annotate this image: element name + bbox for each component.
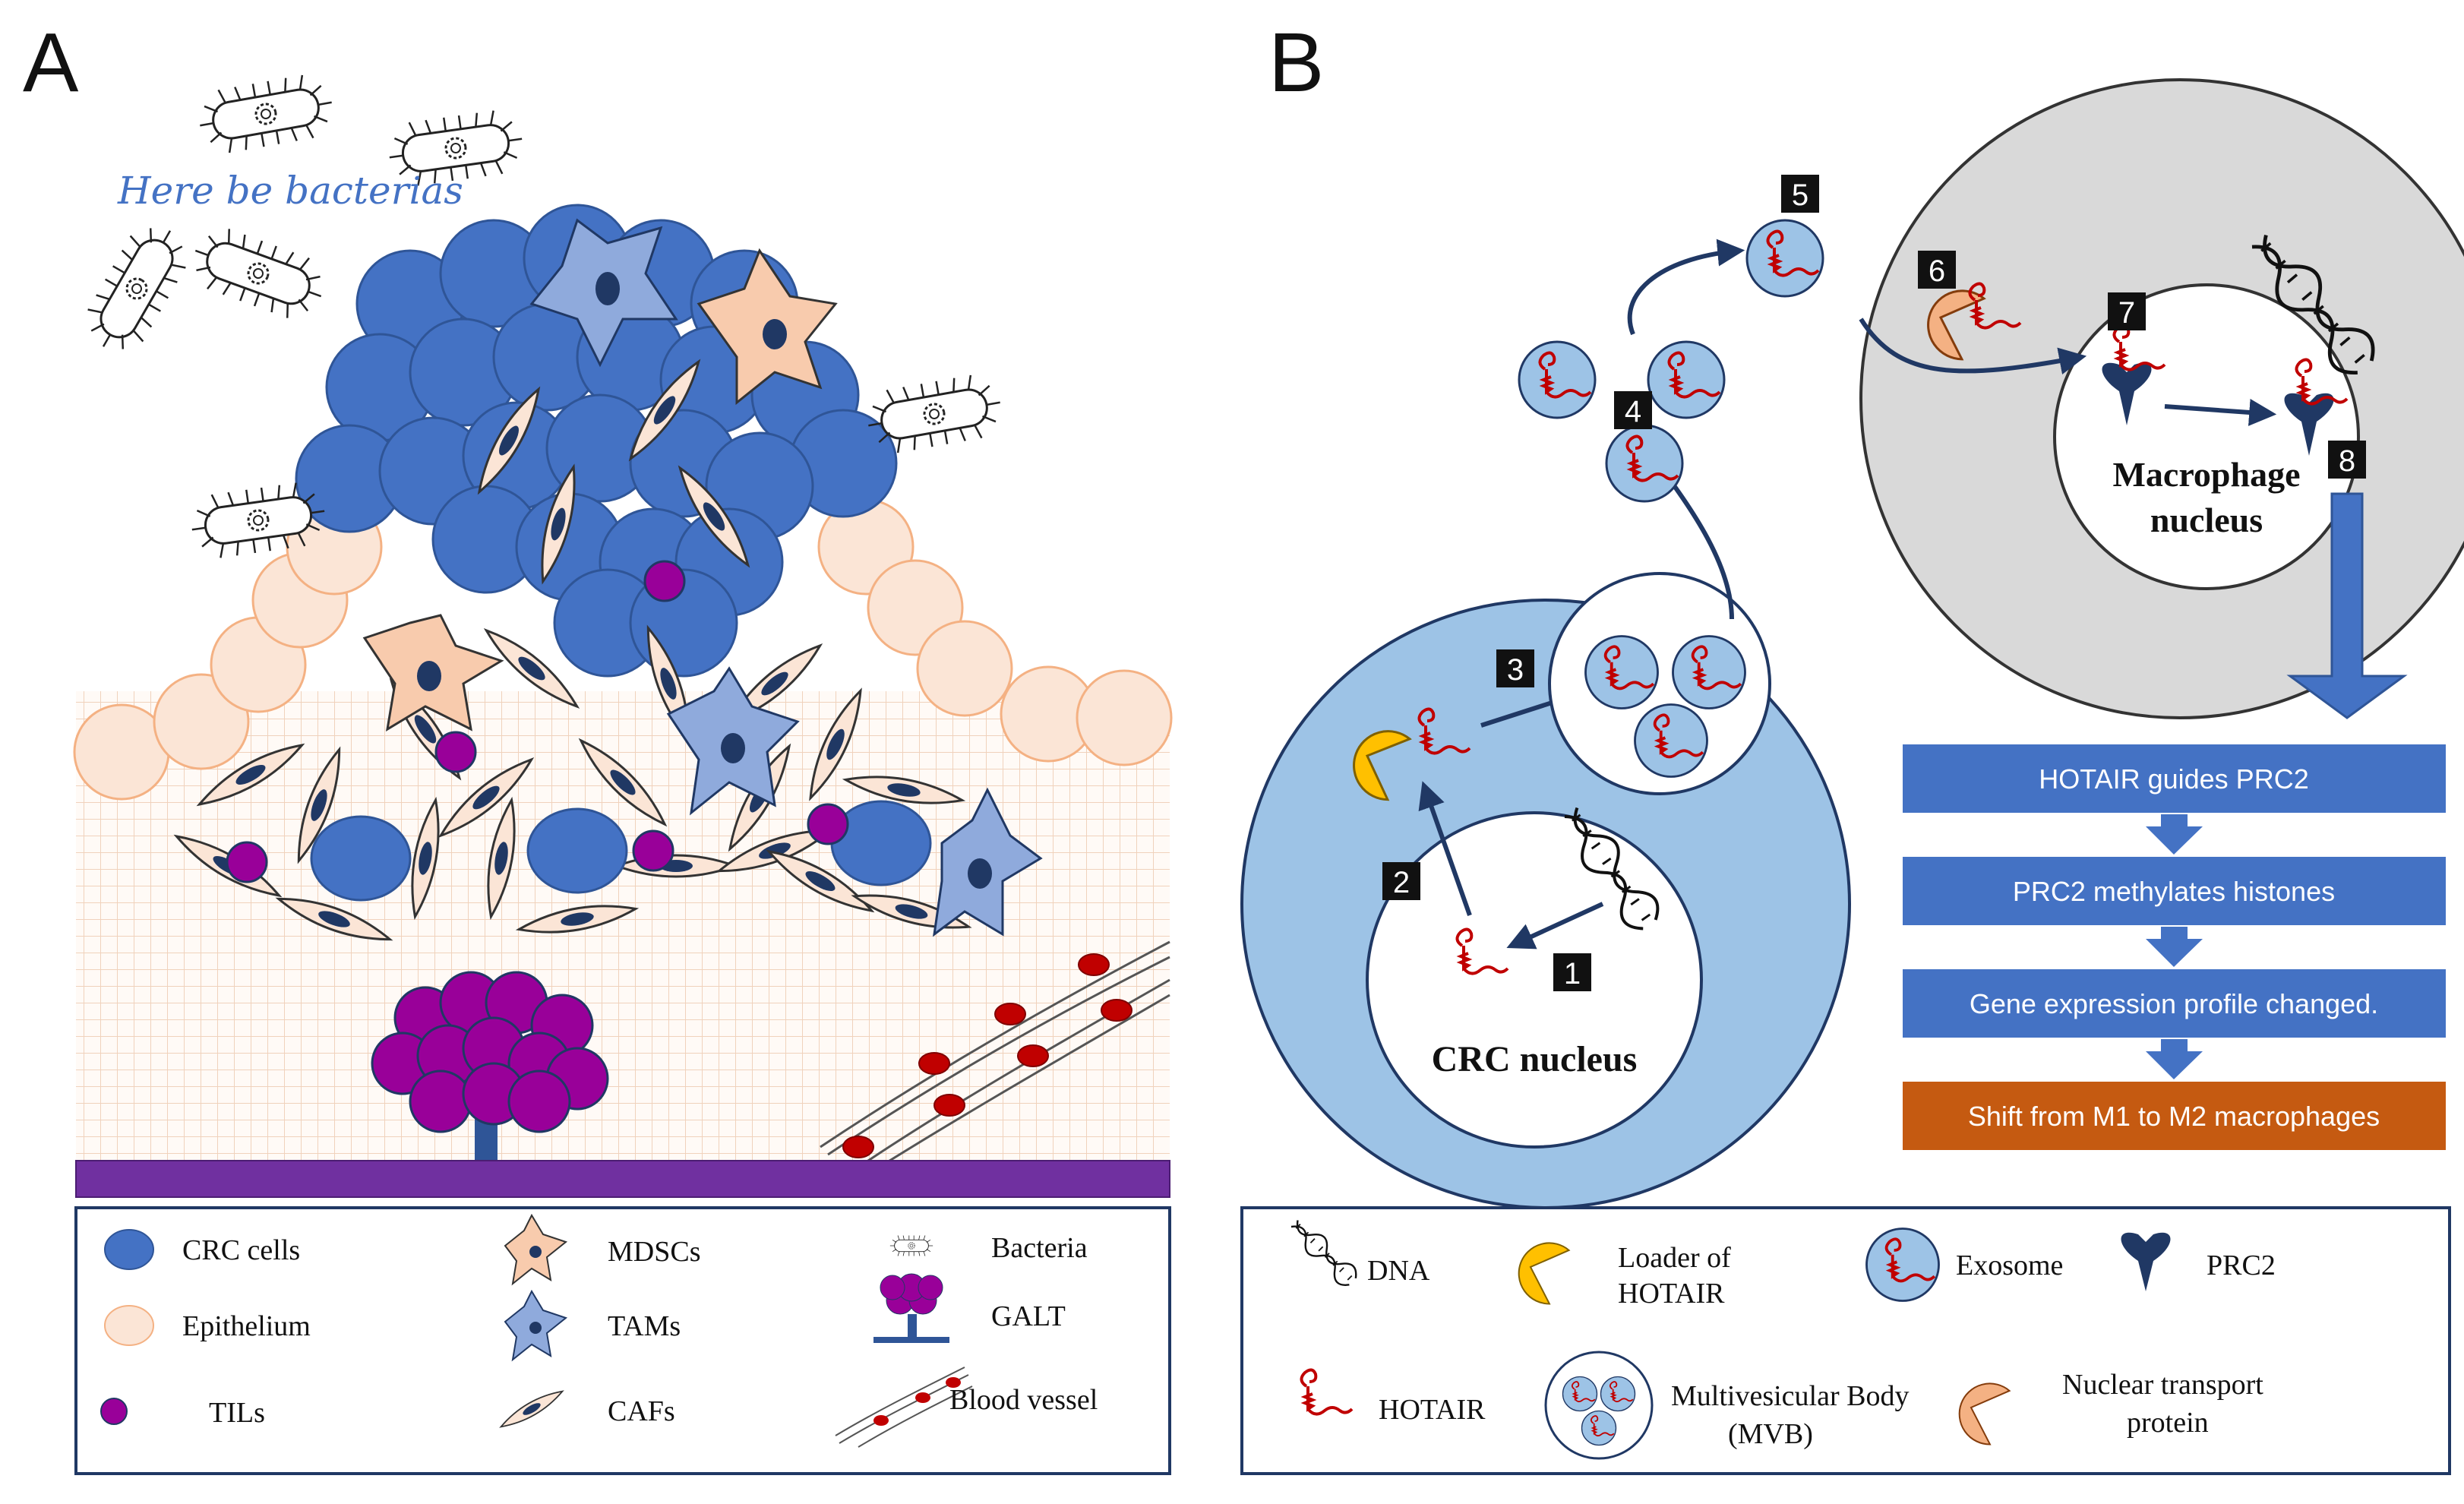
svg-text:TAMs: TAMs xyxy=(608,1310,681,1342)
bacterium xyxy=(74,213,199,364)
svg-text:2: 2 xyxy=(1393,866,1410,899)
tam-nucleus xyxy=(721,733,745,763)
til-cell xyxy=(643,560,686,602)
arrow-uptake xyxy=(1627,239,1745,336)
bacteria-caption: Here be bacterias xyxy=(117,169,463,213)
svg-text:7: 7 xyxy=(2118,296,2135,330)
svg-text:Exosome: Exosome xyxy=(1956,1250,2063,1281)
svg-text:PRC2: PRC2 xyxy=(2207,1250,2276,1281)
macrophage-nucleus xyxy=(2053,283,2360,590)
svg-text:4: 4 xyxy=(1625,395,1641,428)
exosome-icon xyxy=(1747,220,1823,296)
prc2-icon xyxy=(2121,1232,2171,1291)
stroma-crc-cells xyxy=(310,800,932,902)
svg-text:1: 1 xyxy=(1564,957,1581,991)
prc2-icon xyxy=(2284,393,2334,456)
mdsc-nucleus xyxy=(417,661,441,691)
svg-text:CRC cells: CRC cells xyxy=(182,1234,300,1266)
macrophage-nucleus-label-1: Macrophage xyxy=(2112,455,2300,494)
svg-text:Bacteria: Bacteria xyxy=(991,1232,1088,1264)
svg-text:3: 3 xyxy=(1507,653,1524,687)
exosome-icon xyxy=(1648,342,1724,418)
epithelium-layer xyxy=(73,498,1173,801)
flow-box-4 xyxy=(1903,1082,2446,1150)
flow-box-1 xyxy=(1903,744,2446,813)
mdsc-nucleus xyxy=(763,319,787,349)
exosome-icon xyxy=(1586,637,1658,709)
tam-nucleus xyxy=(595,272,620,305)
legend-b xyxy=(1240,1206,2451,1475)
epithelium-icon xyxy=(104,1305,154,1346)
svg-text:HOTAIR: HOTAIR xyxy=(1379,1394,1486,1426)
crc-nucleus xyxy=(1366,811,1703,1149)
exosome-icon xyxy=(1606,425,1682,501)
legend-b-items: DNA Loader of HOTAIR Exosome PRC2 HOTAIR… xyxy=(1285,1214,2276,1460)
mvb-icon xyxy=(1544,1351,1654,1460)
flow-box-2 xyxy=(1903,857,2446,925)
bacterium xyxy=(193,69,339,159)
flow-box-1-label: HOTAIR guides PRC2 xyxy=(2039,763,2308,795)
flow-box-3-label: Gene expression profile changed. xyxy=(1970,988,2378,1019)
legend-a xyxy=(74,1206,1171,1475)
svg-text:CAFs: CAFs xyxy=(608,1395,675,1427)
step-badges: 1 2 3 4 5 6 7 8 xyxy=(1382,175,2366,991)
pathway-arrow xyxy=(2286,492,2408,719)
exosome-icon xyxy=(1519,342,1595,418)
svg-text:DNA: DNA xyxy=(1367,1255,1430,1287)
macrophage-nucleus-label-2: nucleus xyxy=(2150,501,2263,539)
flow-box-2-label: PRC2 methylates histones xyxy=(2013,876,2335,907)
svg-text:TILs: TILs xyxy=(209,1397,265,1429)
svg-text:Epithelium: Epithelium xyxy=(182,1310,311,1342)
arrow-transcription xyxy=(1506,902,1604,949)
basement-membrane xyxy=(75,1160,1170,1198)
loader-icon xyxy=(1518,1242,1571,1305)
panel-a-label: A xyxy=(23,16,79,109)
svg-text:8: 8 xyxy=(2339,444,2355,478)
blood-vessel-icon xyxy=(835,1367,973,1448)
svg-text:5: 5 xyxy=(1792,179,1809,212)
bacterium xyxy=(183,219,333,328)
flow-box-3 xyxy=(1903,969,2446,1038)
nuclear-transport-protein-icon xyxy=(1958,1382,2011,1446)
galt-icon xyxy=(873,1273,949,1343)
exosome-icon xyxy=(1673,637,1745,709)
nuclear-transport-protein-icon xyxy=(1927,289,1986,361)
svg-text:protein: protein xyxy=(2127,1407,2209,1439)
crc-nucleus-label: CRC nucleus xyxy=(1432,1039,1638,1079)
exosome-icon xyxy=(1867,1229,1939,1301)
svg-text:(MVB): (MVB) xyxy=(1728,1418,1813,1450)
svg-text:Nuclear transport: Nuclear transport xyxy=(2062,1369,2263,1401)
svg-text:6: 6 xyxy=(1929,254,1945,288)
svg-text:Blood vessel: Blood vessel xyxy=(949,1384,1098,1416)
flow-box-4-label: Shift from M1 to M2 macrophages xyxy=(1968,1101,2380,1132)
exosome-icon xyxy=(1635,705,1707,777)
arrow-nuclear-import xyxy=(1859,318,2087,374)
panel-b-label: B xyxy=(1268,16,1324,109)
svg-text:HOTAIR: HOTAIR xyxy=(1618,1278,1725,1310)
arrow-prc2-guide xyxy=(2164,398,2277,426)
svg-text:GALT: GALT xyxy=(991,1300,1066,1332)
prc2-icon xyxy=(2102,362,2152,425)
tam-nucleus xyxy=(968,858,992,889)
loader-icon xyxy=(1353,730,1412,801)
flow-chart: HOTAIR guides PRC2 PRC2 methylates histo… xyxy=(1903,744,2446,1150)
svg-text:Multivesicular Body: Multivesicular Body xyxy=(1671,1380,1909,1412)
til-icon xyxy=(100,1398,128,1425)
arrow-export xyxy=(1418,781,1472,916)
stroma-tils xyxy=(226,731,849,883)
svg-text:Loader of: Loader of xyxy=(1618,1242,1731,1274)
mvb xyxy=(1548,572,1771,795)
crc-cell-icon xyxy=(104,1229,154,1270)
red-blood-cells xyxy=(842,953,1132,1158)
svg-text:MDSCs: MDSCs xyxy=(608,1236,701,1268)
legend-a-items: CRC cells Epithelium TILs MDSCs TAMs CAF… xyxy=(100,1213,1098,1448)
galt xyxy=(371,971,609,1162)
